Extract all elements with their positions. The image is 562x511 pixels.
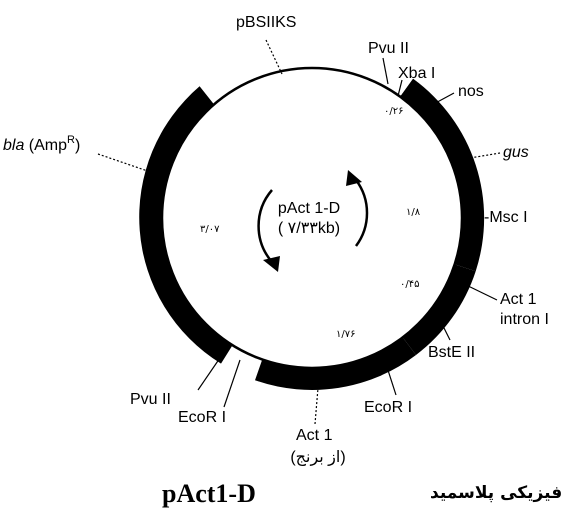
label-xba1: Xba I bbox=[398, 65, 435, 82]
leader-act1-bottom bbox=[314, 387, 319, 425]
segment-value-17: ۱/۷۶ bbox=[336, 329, 355, 340]
label-act1-intron-line1: Act 1 bbox=[500, 291, 537, 308]
label-bla: bla (AmpR) bbox=[3, 134, 80, 154]
label-bla-sup: R bbox=[67, 134, 75, 146]
leader-bla bbox=[97, 153, 169, 179]
segment-nos bbox=[400, 78, 430, 109]
plasmid-backbone bbox=[160, 66, 464, 370]
leader-pvu2-left bbox=[197, 351, 225, 391]
leader-act1-intron bbox=[461, 282, 498, 301]
label-gus: gus bbox=[503, 144, 529, 161]
segment-value-026: ۰/۲۶ bbox=[384, 106, 403, 117]
segment-value-045: ۰/۴۵ bbox=[400, 279, 419, 290]
leader-ecor1-right bbox=[385, 363, 397, 396]
right-arrowhead-icon bbox=[346, 170, 362, 186]
label-ecor1-left: EcoR I bbox=[178, 409, 226, 426]
label-act1-intron-line2: intron I bbox=[500, 311, 549, 328]
plasmid-size: ( ۷/۳۳kb) bbox=[278, 220, 340, 237]
label-pbsiiks: pBSIIKS bbox=[236, 14, 296, 31]
leader-xba1 bbox=[397, 79, 403, 97]
label-bste2: BstE II bbox=[428, 344, 475, 361]
segment-gus bbox=[400, 78, 485, 272]
label-nos: nos bbox=[458, 83, 484, 100]
label-ecor1-right: EcoR I bbox=[364, 399, 412, 416]
leader-pvu2-top bbox=[382, 57, 389, 85]
leader-pbsiiks bbox=[265, 39, 283, 75]
label-act1-bottom-line2: (از برنج) bbox=[290, 449, 345, 467]
segment-act1 bbox=[255, 337, 416, 390]
plasmid-name: pAct 1-D bbox=[278, 200, 340, 217]
label-act1-bottom-line1: Act 1 bbox=[296, 427, 333, 444]
label-pvu2-left: Pvu II bbox=[130, 391, 171, 408]
leader-ecor1-left bbox=[223, 359, 241, 408]
leader-gus bbox=[469, 152, 501, 159]
label-bla-amp: (Amp bbox=[24, 137, 67, 154]
leader-bste2 bbox=[440, 321, 451, 341]
label-msc1: -Msc I bbox=[484, 209, 528, 226]
leader-nos bbox=[429, 92, 455, 107]
segment-value-18: ۱/۸ bbox=[406, 207, 421, 218]
right-arc-arrow bbox=[354, 179, 369, 247]
left-arrowhead-icon bbox=[263, 256, 280, 272]
label-bla-close: ) bbox=[75, 137, 80, 154]
segment-value-307: ۳/۰۷ bbox=[200, 224, 220, 235]
label-pvu2-top: Pvu II bbox=[368, 40, 409, 57]
caption-persian: نقشه فیزیکی پلاسمید bbox=[430, 483, 562, 503]
left-arc-arrow bbox=[257, 189, 273, 263]
caption-plasmid-name: pAct1-D bbox=[162, 479, 256, 508]
segment-bla bbox=[139, 86, 233, 364]
segment-act1-intron bbox=[402, 264, 476, 355]
label-bla-name: bla bbox=[3, 137, 24, 154]
